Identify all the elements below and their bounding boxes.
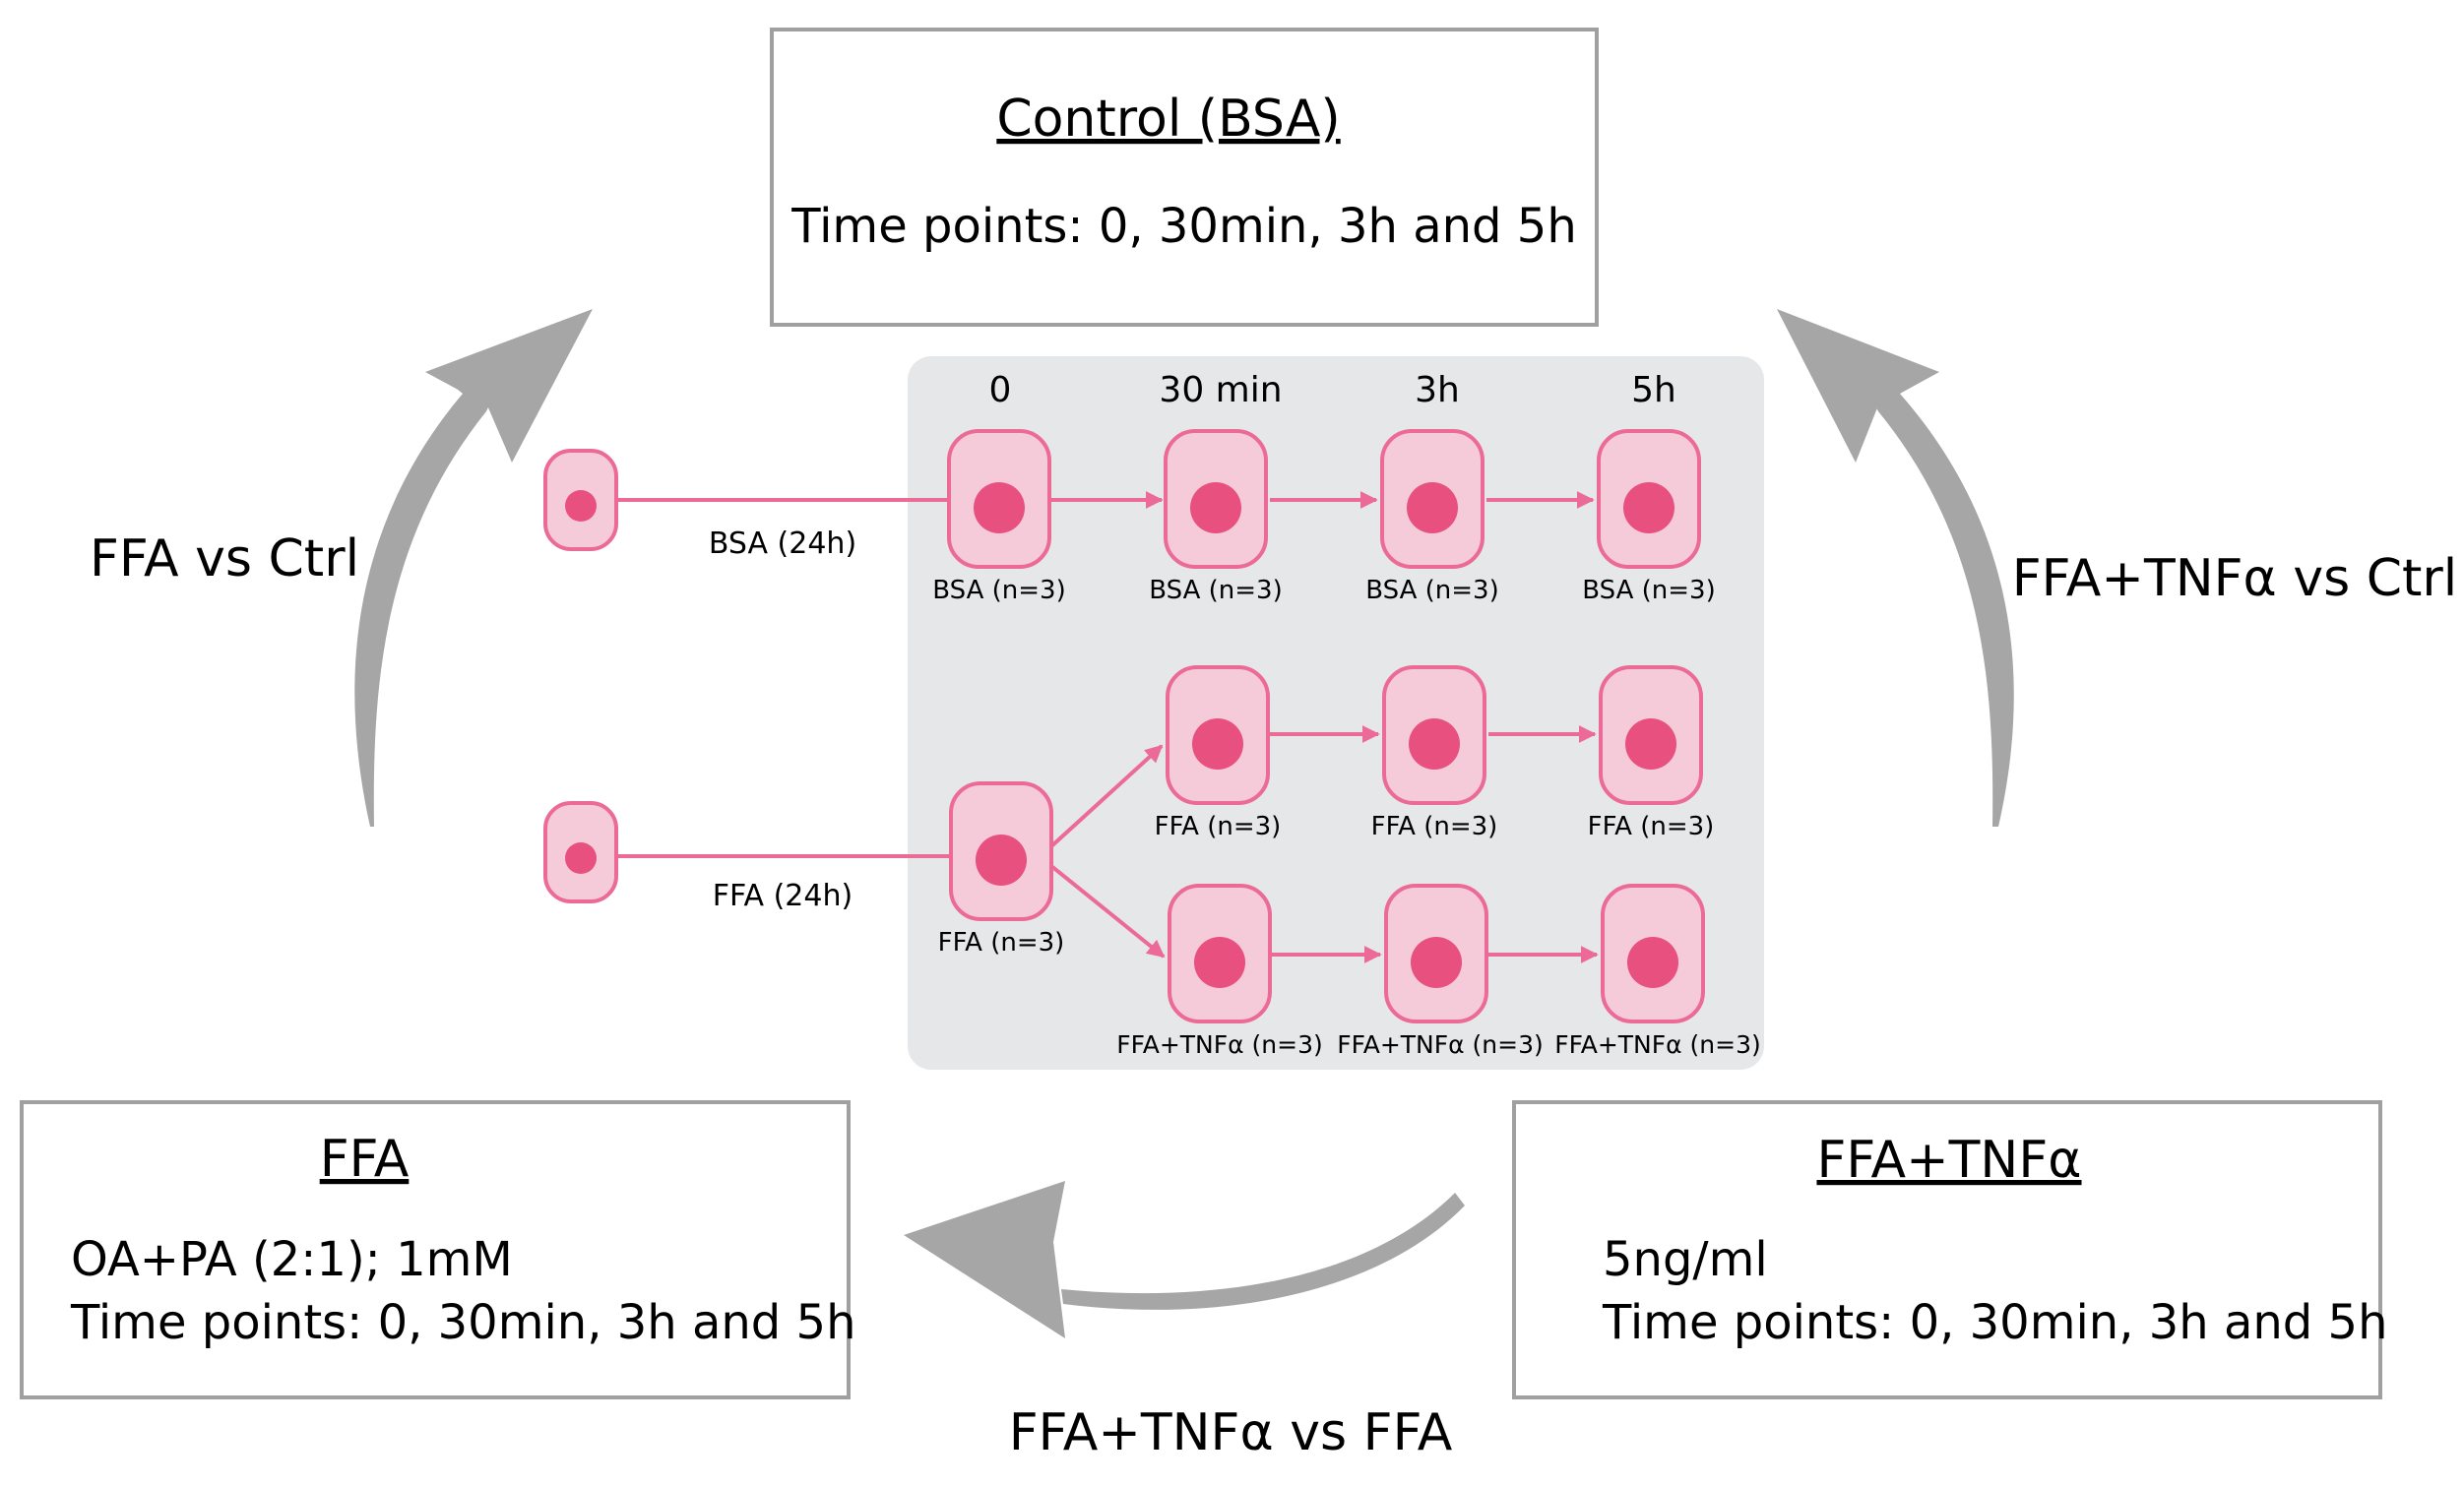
ffa-box-timepoints: Time points: 0, 30min, 3h and 5h	[70, 1295, 855, 1350]
ffa-box-title: FFA	[320, 1130, 410, 1189]
timecourse-panel	[908, 356, 1764, 1070]
ffa-tnf-box: FFA+TNFα 5ng/ml Time points: 0, 30min, 3…	[1512, 1100, 2387, 1399]
timepoint-3h: 3h	[1415, 370, 1460, 410]
label-bsa-5h: BSA (n=3)	[1582, 576, 1716, 605]
cell-ffa-tnf-30min	[1168, 884, 1272, 1023]
timepoint-30min: 30 min	[1159, 370, 1282, 410]
comparison-label-left: FFA vs Ctrl	[90, 529, 359, 588]
label-ffa-3h: FFA (n=3)	[1371, 812, 1498, 841]
control-box: Control (BSA) Time points: 0, 30min, 3h …	[770, 28, 1599, 327]
cell-ffa-tnf-5h	[1601, 884, 1705, 1023]
label-ffa-0: FFA (n=3)	[938, 928, 1065, 958]
ffa-tnf-box-dose: 5ng/ml	[1603, 1232, 1768, 1287]
cell-ffa-0	[949, 781, 1053, 921]
control-box-timepoints: Time points: 0, 30min, 3h and 5h	[790, 199, 1576, 254]
cell-ffa-tnf-3h	[1384, 884, 1488, 1023]
ffa-box-concentration: OA+PA (2:1); 1mM	[71, 1232, 513, 1287]
timepoint-0: 0	[989, 370, 1012, 410]
label-bsa-3h: BSA (n=3)	[1365, 576, 1499, 605]
label-bsa-30min: BSA (n=3)	[1149, 576, 1283, 605]
label-ffa-tnf-30min: FFA+TNFα (n=3)	[1116, 1030, 1323, 1059]
timepoint-headers: 0 30 min 3h 5h	[989, 370, 1676, 410]
cell-ffa-30min	[1166, 665, 1270, 805]
cell-bsa-3h	[1380, 429, 1485, 569]
label-bsa-0: BSA (n=3)	[932, 576, 1066, 605]
comparison-label-right: FFA+TNFα vs Ctrl	[2012, 549, 2458, 608]
cell-bsa-0	[947, 429, 1051, 569]
label-ffa-tnf-5h: FFA+TNFα (n=3)	[1554, 1030, 1761, 1059]
timepoint-5h: 5h	[1631, 370, 1676, 410]
comparison-arrow-bottom	[904, 1181, 1465, 1338]
comparison-arrow-right	[1777, 309, 2014, 827]
ffa-box: FFA OA+PA (2:1); 1mM Time points: 0, 30m…	[20, 1100, 855, 1399]
start-cell-ffa	[543, 801, 618, 903]
ffa-tnf-box-title: FFA+TNFα	[1816, 1131, 2081, 1190]
cell-bsa-30min	[1164, 429, 1268, 569]
label-ffa-30min: FFA (n=3)	[1155, 812, 1282, 841]
cell-ffa-5h	[1599, 665, 1703, 805]
cell-bsa-5h	[1597, 429, 1701, 569]
cell-ffa-3h	[1382, 665, 1486, 805]
pretreat-label-bsa: BSA (24h)	[709, 526, 856, 561]
control-box-title: Control (BSA)	[996, 90, 1340, 149]
timecourse-connectors	[616, 491, 1599, 963]
label-ffa-5h: FFA (n=3)	[1588, 812, 1715, 841]
start-cell-bsa	[543, 449, 618, 551]
ffa-tnf-box-timepoints: Time points: 0, 30min, 3h and 5h	[1602, 1295, 2387, 1350]
pretreat-label-ffa: FFA (24h)	[713, 879, 853, 913]
label-ffa-tnf-3h: FFA+TNFα (n=3)	[1337, 1030, 1544, 1059]
comparison-arrow-left	[354, 309, 593, 827]
comparison-label-bottom: FFA+TNFα vs FFA	[1009, 1403, 1453, 1462]
